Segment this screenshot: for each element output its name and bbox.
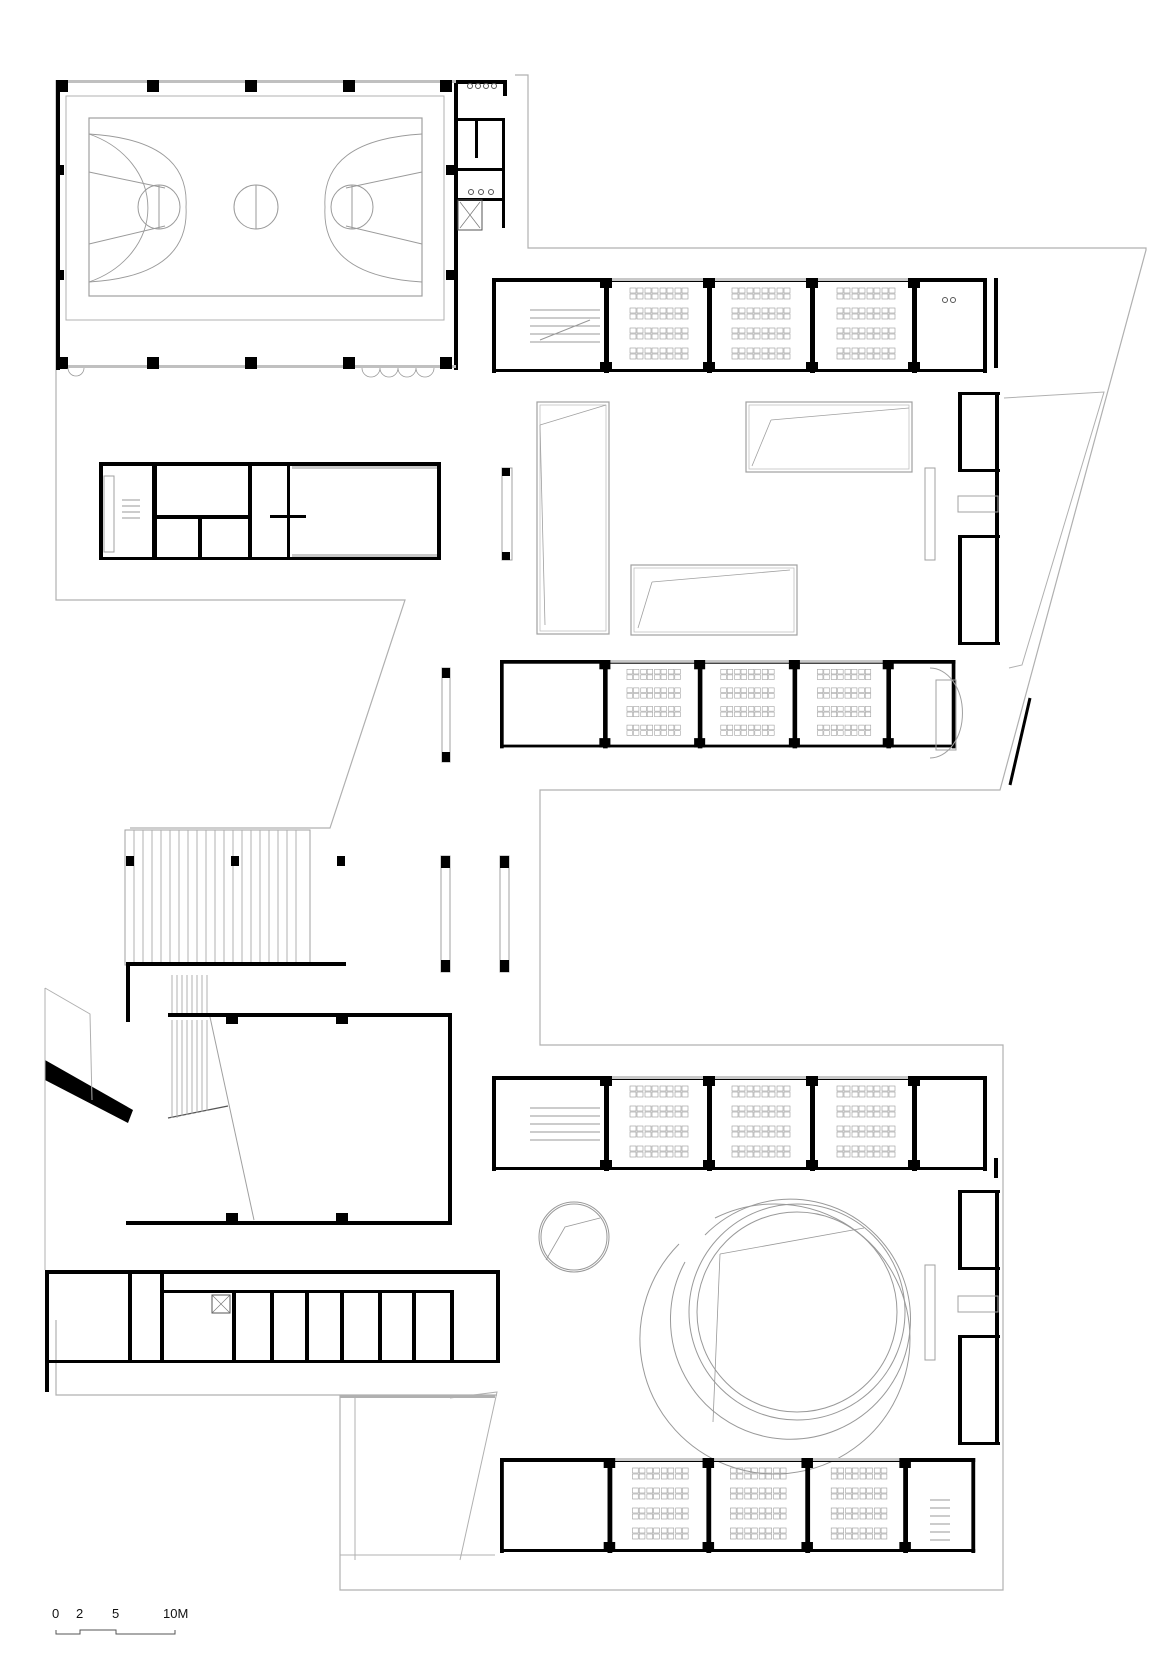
grand-steps: [124, 829, 345, 966]
multipurpose-hall: [44, 962, 452, 1270]
scale-label-2: 2: [76, 1606, 84, 1621]
gym-service-core: [456, 80, 507, 231]
lower-courtyard: [340, 1391, 498, 1561]
classroom-block-1: [492, 278, 998, 373]
classroom-block-3: [492, 1076, 998, 1178]
courtyard-features-2: [538, 1198, 936, 1475]
east-toilet-2: [957, 1190, 1000, 1445]
scale-bar: [55, 1629, 176, 1635]
scale-label-10m: 10M: [163, 1606, 189, 1621]
scale-label-0: 0: [52, 1606, 60, 1621]
courtyard-planters-1: [501, 401, 936, 636]
office-wing: [45, 1270, 500, 1392]
gymnasium: [56, 80, 458, 378]
east-toilet-1: [957, 391, 1105, 669]
column-pair-1: [441, 667, 451, 763]
classroom-block-4: [500, 1458, 975, 1553]
column-pairs-2: [440, 855, 510, 973]
scale-label-5: 5: [112, 1606, 120, 1621]
west-annex: [99, 462, 441, 560]
classroom-block-2: [500, 660, 963, 759]
